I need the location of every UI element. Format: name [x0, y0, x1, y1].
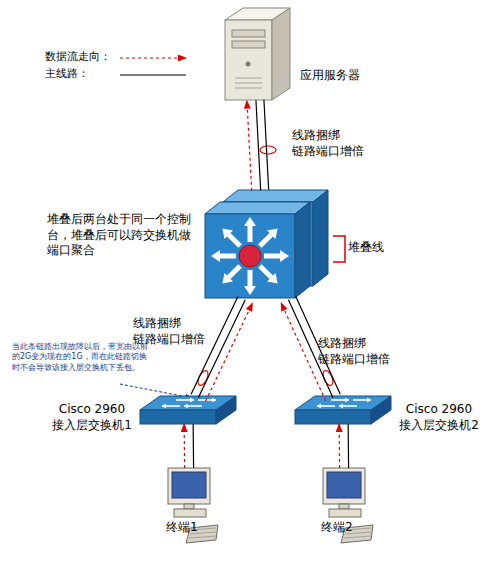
- device-label: Cisco 2960 接入层交换机1: [48, 402, 136, 433]
- cube-top: [205, 202, 310, 214]
- cube-side: [313, 190, 328, 286]
- cube-front: [205, 214, 295, 298]
- data-flow-line: [184, 424, 186, 468]
- bundle-ellipse: [260, 146, 276, 154]
- monitor-case: [323, 468, 365, 504]
- pc-base: [174, 509, 206, 517]
- server-front: [225, 20, 272, 100]
- device-icon: [205, 190, 330, 298]
- route-arrowhead: [244, 217, 256, 226]
- route-arrow: [264, 254, 280, 259]
- switch-side: [371, 396, 391, 424]
- annotation-note: 当此条链路出现故障以后，带宽由以前的2G变为现在的1G，而在此链路切换时不会导致…: [12, 342, 154, 373]
- cube-top: [223, 190, 328, 202]
- main-line: [256, 100, 261, 190]
- monitor-neck: [184, 504, 194, 509]
- monitor-screen: [327, 472, 361, 498]
- route-arrowhead: [267, 273, 278, 284]
- network-device: Cisco 2960 接入层交换机1: [140, 396, 236, 424]
- cube-side: [295, 202, 310, 298]
- drive-bay: [232, 41, 265, 48]
- link-bundle: [339, 424, 348, 468]
- switch-front: [295, 410, 371, 424]
- device-icon: [140, 396, 236, 424]
- main-line: [193, 424, 195, 468]
- network-device: 终端1: [160, 468, 218, 546]
- route-arrow: [220, 254, 236, 259]
- server-side: [272, 8, 290, 100]
- switch-arrowhead: [212, 398, 216, 403]
- network-device: 应用服务器: [225, 8, 290, 100]
- bundle-ellipse: [196, 369, 210, 387]
- route-arrowhead: [267, 228, 278, 239]
- legend-sample: [120, 74, 186, 75]
- legend-text: 主线路：: [45, 67, 89, 81]
- route-arrowhead: [222, 273, 233, 284]
- switch-side: [216, 396, 236, 424]
- data-flow-line: [247, 101, 252, 191]
- keyboard-keys: [189, 536, 216, 538]
- vent-slot: [235, 83, 262, 84]
- pc-base: [329, 509, 361, 517]
- monitor-neck: [339, 504, 349, 509]
- legend-sample: [120, 57, 186, 58]
- switch-arrowhead: [345, 398, 349, 403]
- route-arrowhead: [222, 228, 233, 239]
- vent-slot: [235, 78, 262, 79]
- link-label: 线路捆绑 链路端口增倍: [133, 316, 213, 347]
- vent-slot: [235, 88, 262, 89]
- switch-arrowhead: [190, 398, 194, 403]
- main-line: [264, 100, 269, 190]
- device-label: 堆叠后两台处于同一个控制台，堆叠后可以跨交换机做端口聚合: [47, 212, 197, 259]
- route-arrow: [248, 226, 253, 242]
- switch-arrowhead: [339, 404, 343, 409]
- keyboard-keys: [344, 536, 371, 538]
- bundle-ellipse: [321, 369, 335, 387]
- link-bundle: [191, 296, 252, 401]
- route-arrowhead: [211, 250, 220, 262]
- data-flow-line: [339, 424, 341, 468]
- annotation-note: 堆叠线: [348, 240, 398, 256]
- network-device: 终端2: [315, 468, 373, 546]
- legend-text: 数据流走向：: [45, 50, 111, 64]
- link-label: 线路捆绑 链路端口增倍: [318, 336, 398, 367]
- route-arrow: [229, 266, 240, 277]
- monitor-screen: [172, 472, 206, 498]
- link-bundle: [247, 100, 269, 191]
- device-label: 终端1: [166, 520, 206, 536]
- device-label: Cisco 2960 接入层交换机2: [395, 402, 483, 433]
- switch-arrowhead: [162, 404, 166, 409]
- switch-arrowhead: [367, 398, 371, 403]
- device-label: 终端2: [321, 520, 361, 536]
- network-device: 堆叠后两台处于同一个控制台，堆叠后可以跨交换机做端口聚合: [205, 190, 330, 298]
- main-line: [348, 424, 350, 468]
- route-arrow: [248, 270, 253, 286]
- route-arrow: [229, 235, 240, 246]
- network-device: Cisco 2960 接入层交换机2: [295, 396, 391, 424]
- stack-bracket: [333, 236, 345, 262]
- monitor-case: [168, 468, 210, 504]
- core-hub: [239, 245, 261, 267]
- switch-arrowhead: [317, 404, 321, 409]
- device-icon: [295, 396, 391, 424]
- device-icon: [160, 468, 218, 546]
- switch-front: [140, 410, 216, 424]
- drive-bay: [232, 30, 265, 37]
- route-arrowhead: [280, 250, 289, 262]
- switch-arrowhead: [184, 404, 188, 409]
- route-arrow: [260, 266, 271, 277]
- device-icon: [225, 8, 290, 100]
- route-arrow: [260, 235, 271, 246]
- link-bundle: [184, 424, 193, 468]
- device-label: 应用服务器: [300, 68, 380, 84]
- main-line: [198, 300, 245, 398]
- route-arrowhead: [244, 286, 256, 295]
- power-led: [246, 62, 251, 67]
- device-icon: [315, 468, 373, 546]
- link-label: 线路捆绑 链路端口增倍: [292, 128, 372, 159]
- data-flow-line: [206, 303, 253, 401]
